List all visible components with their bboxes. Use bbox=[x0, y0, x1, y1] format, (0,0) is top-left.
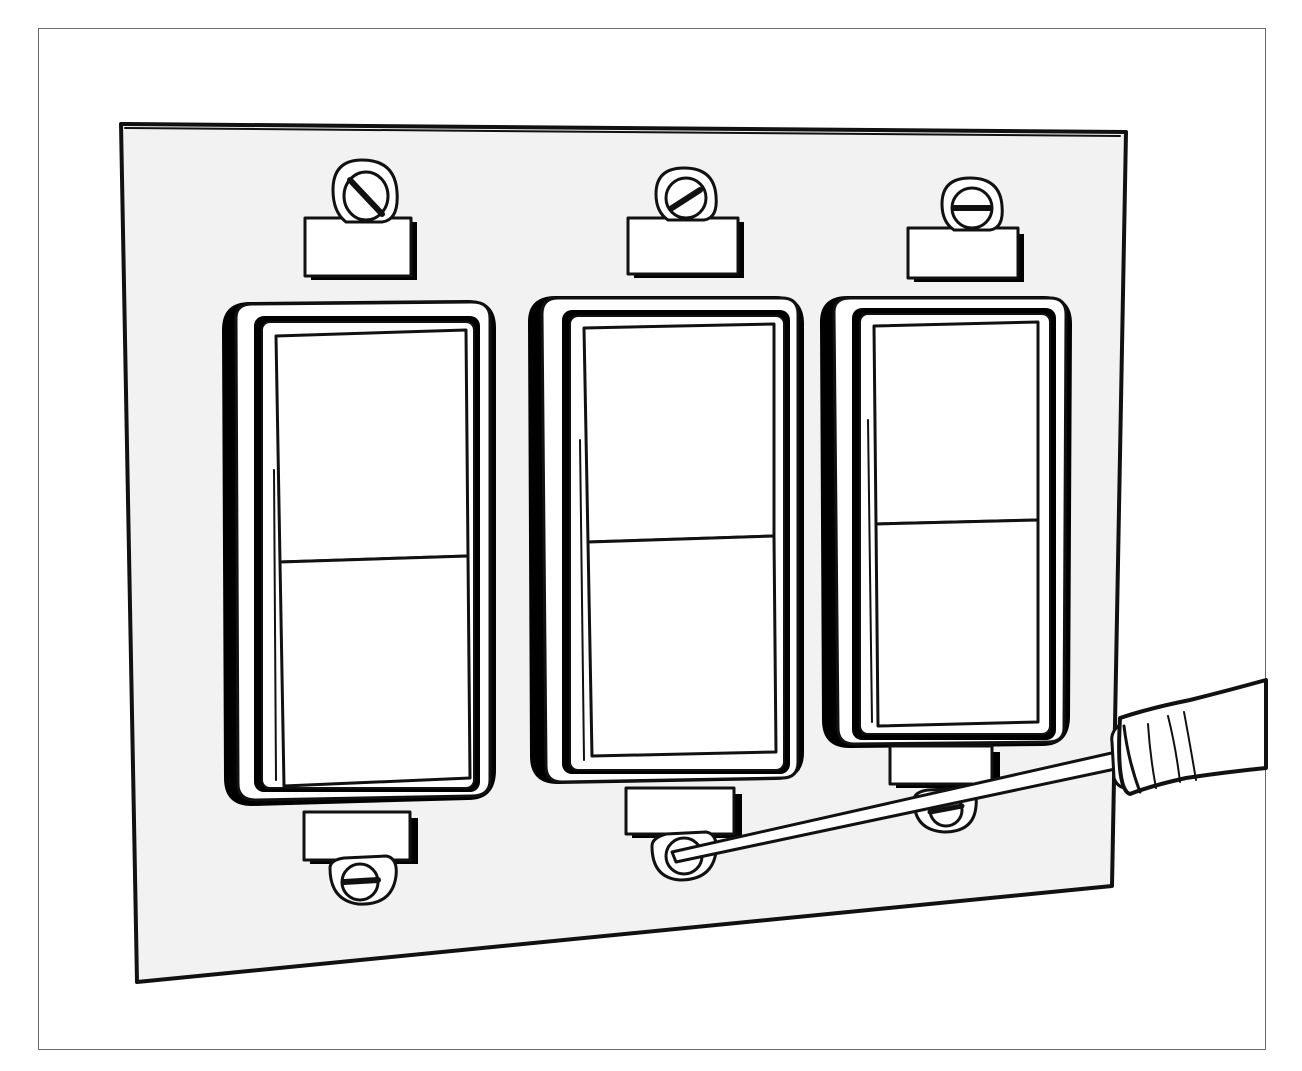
top-mounting-tab-left bbox=[303, 158, 417, 280]
rocker-switch-middle bbox=[528, 296, 804, 784]
bottom-mounting-tab-left bbox=[302, 810, 418, 906]
screwdriver-icon bbox=[670, 678, 1268, 864]
top-mounting-tab-middle bbox=[626, 166, 744, 278]
rocker-switch-left bbox=[222, 300, 496, 806]
rocker-switch-right bbox=[820, 296, 1072, 748]
bottom-mounting-tab-middle bbox=[624, 786, 742, 882]
top-mounting-tab-right bbox=[906, 176, 1024, 282]
